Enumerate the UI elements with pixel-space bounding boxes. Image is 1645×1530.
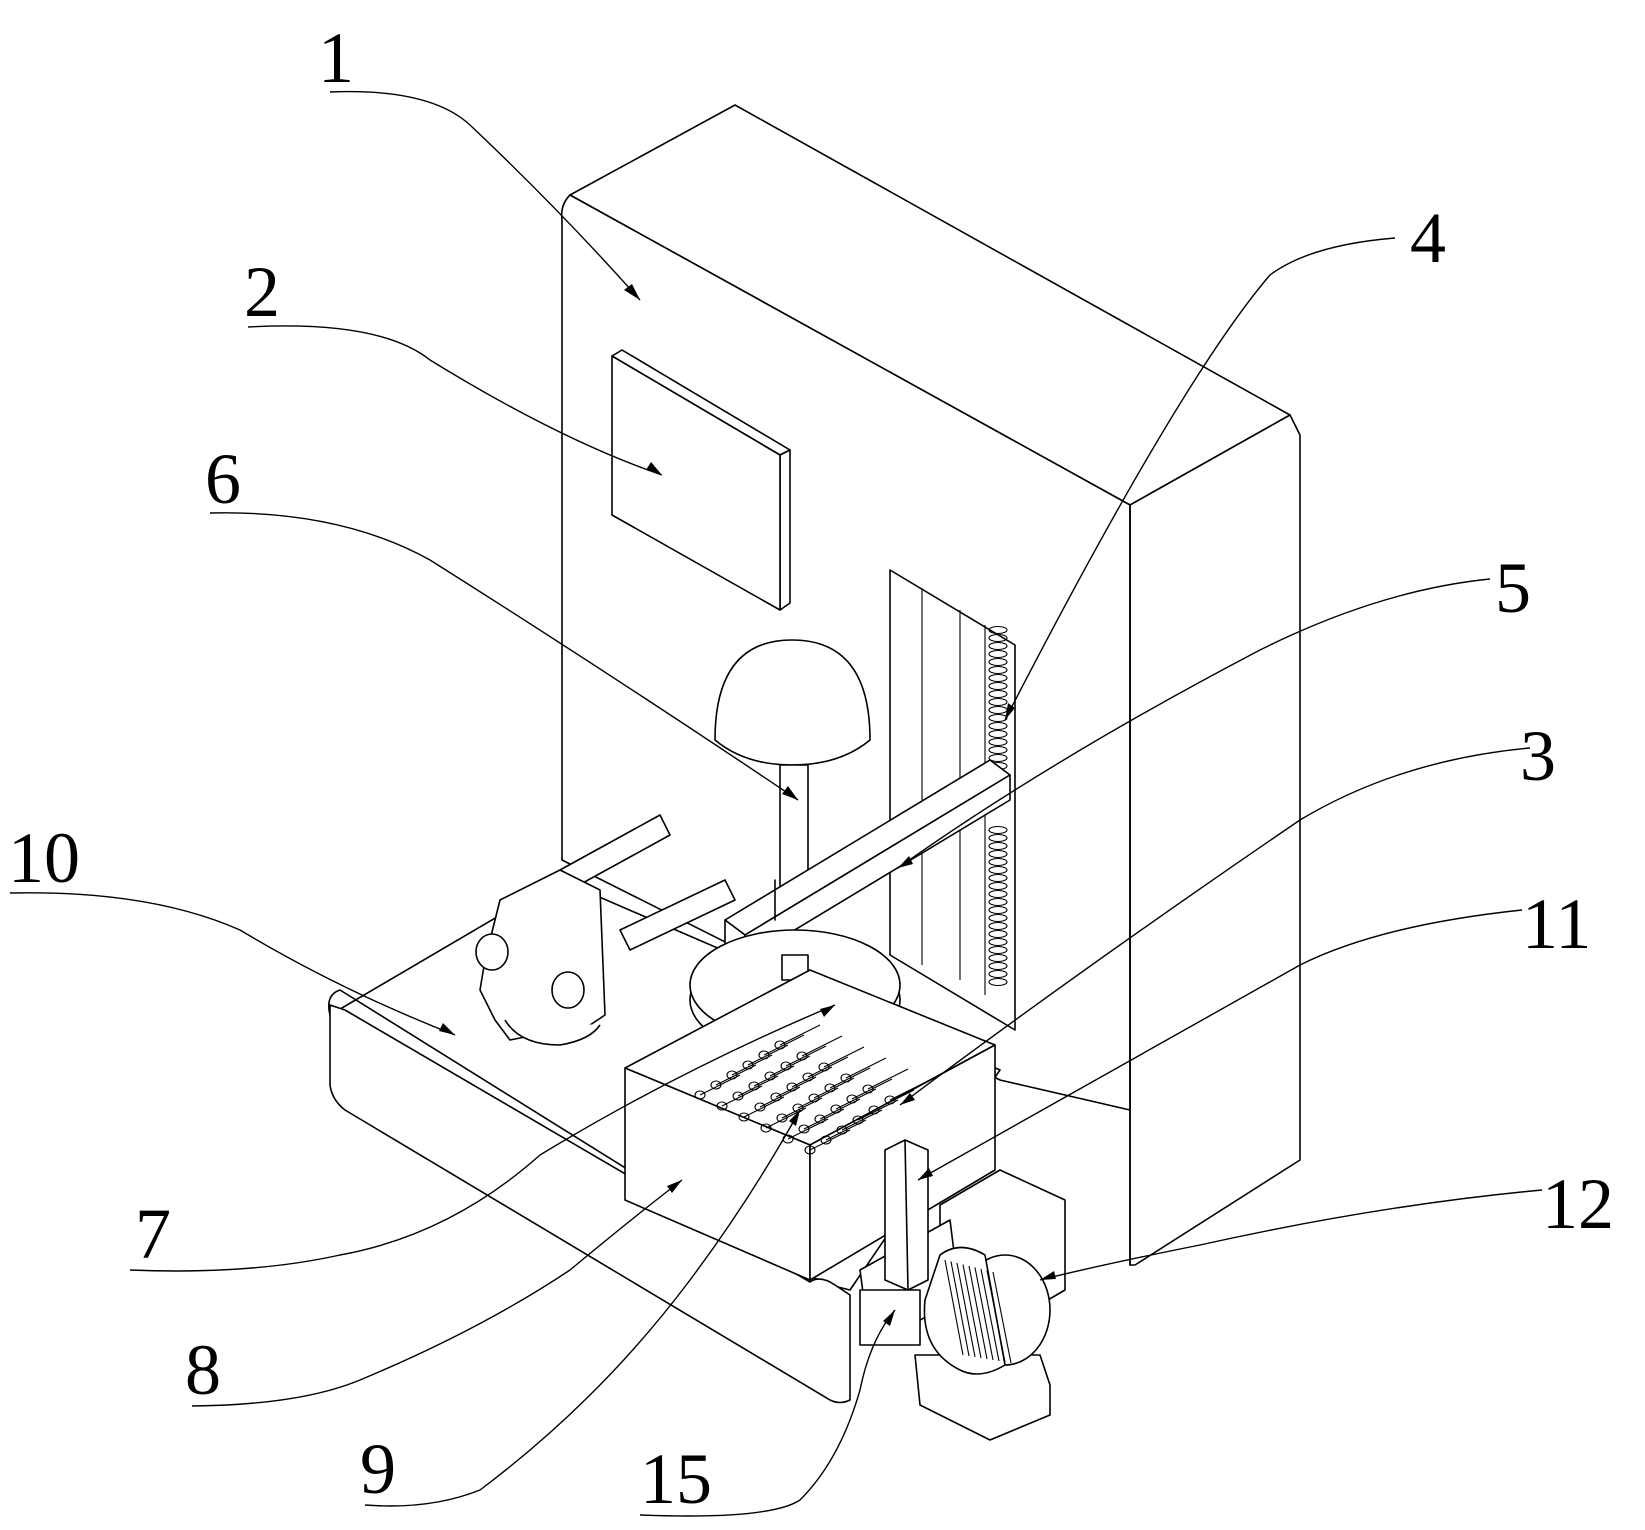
label-15: 15 xyxy=(640,1439,712,1519)
label-2: 2 xyxy=(244,252,280,332)
label-7: 7 xyxy=(135,1194,171,1274)
label-3: 3 xyxy=(1520,716,1556,796)
label-12: 12 xyxy=(1542,1164,1614,1244)
label-10: 10 xyxy=(8,818,80,898)
label-6: 6 xyxy=(205,439,241,519)
cabinet-side xyxy=(1130,415,1300,1265)
label-9: 9 xyxy=(360,1429,396,1509)
label-1: 1 xyxy=(318,18,354,98)
label-8: 8 xyxy=(185,1330,221,1410)
label-11: 11 xyxy=(1522,884,1591,964)
label-4: 4 xyxy=(1410,198,1446,278)
label-5: 5 xyxy=(1495,548,1531,628)
